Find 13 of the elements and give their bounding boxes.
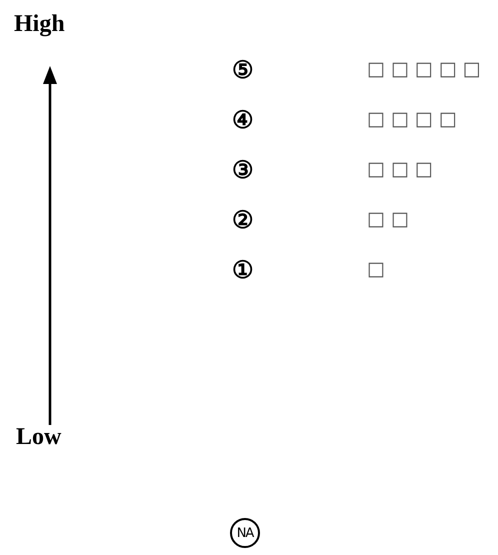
rating-squares: □□ [367,210,415,229]
rating-squares: □ [367,260,391,279]
rank-number: ② [232,208,254,232]
rating-squares: □□□□ [367,110,463,129]
rank-number: ③ [232,158,254,182]
axis-label: Low [16,425,62,449]
axis-label: High [14,12,65,36]
circled-label: NA [230,518,260,548]
rank-number: ④ [232,108,254,132]
rank-number: ① [232,258,254,282]
rating-squares: □□□□□ [367,60,487,79]
rank-number: ⑤ [232,58,254,82]
rating-squares: □□□ [367,160,439,179]
